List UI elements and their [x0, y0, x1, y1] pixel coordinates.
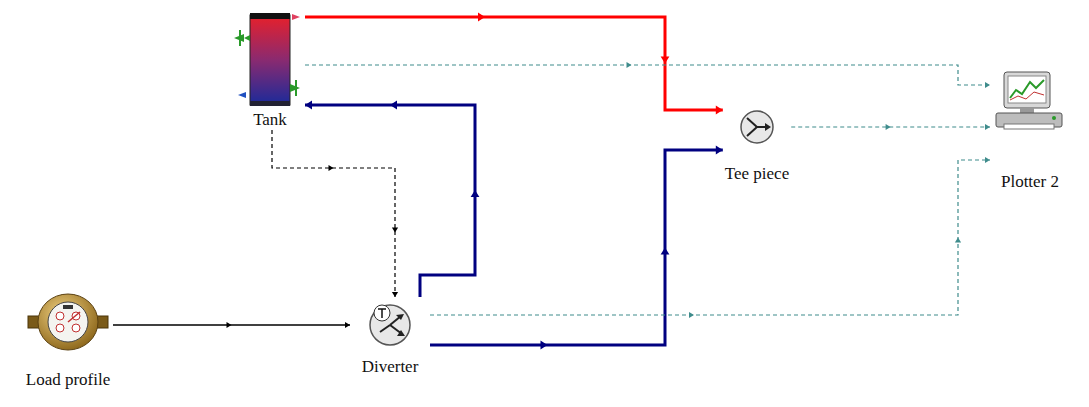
tank-block: Tank: [235, 10, 305, 130]
component-label: Diverter: [350, 357, 430, 377]
flow-connector: [305, 65, 990, 85]
tank-icon: [234, 13, 300, 106]
component-label: Tank: [235, 110, 305, 130]
flow-connector: [305, 105, 475, 297]
component-label: Load profile: [23, 370, 113, 390]
flow-connector-group: [791, 124, 990, 130]
diverter-icon: [370, 305, 410, 345]
arrowhead: [985, 124, 990, 130]
plotter-block: Plotter 2: [990, 62, 1070, 192]
flow-connector-group: [305, 62, 990, 88]
arrowhead: [392, 228, 398, 233]
arrowhead: [392, 292, 398, 297]
flow-connector-group: [305, 13, 723, 115]
plotter-icon: [996, 72, 1062, 129]
component-label: Tee piece: [723, 164, 791, 184]
arrowhead: [345, 322, 350, 328]
arrowhead: [661, 248, 670, 255]
arrowhead: [689, 312, 694, 318]
arrowhead: [227, 322, 232, 328]
arrowhead: [955, 238, 961, 243]
arrowhead: [305, 101, 312, 110]
arrowhead: [985, 82, 990, 88]
arrowhead: [627, 62, 632, 68]
tee-piece-block: Tee piece: [723, 102, 791, 184]
icon-space: [23, 285, 113, 370]
arrowhead: [716, 106, 723, 115]
icon-space: [350, 297, 430, 357]
arrowhead: [985, 157, 990, 163]
arrowhead: [390, 101, 397, 110]
meter-icon: [28, 294, 108, 350]
icon-space: [235, 10, 305, 110]
flow-connector: [791, 126, 990, 127]
flow-connector: [305, 17, 723, 110]
flow-connector-group: [430, 146, 723, 350]
flow-connector-group: [430, 157, 990, 318]
load-profile-block: Load profile: [23, 285, 113, 390]
arrowhead: [478, 13, 485, 22]
arrowhead: [886, 124, 891, 130]
flow-connector-group: [305, 101, 479, 297]
flow-connector-group: [272, 130, 398, 297]
flow-connector-group: [113, 322, 350, 328]
arrowhead: [716, 146, 723, 155]
icon-space: [732, 102, 782, 164]
arrowhead: [471, 190, 480, 197]
tee-icon: [741, 111, 773, 143]
flow-connector: [272, 130, 395, 297]
component-label: Plotter 2: [990, 172, 1070, 192]
arrowhead: [329, 165, 334, 171]
icon-space: [990, 62, 1070, 172]
arrowhead: [661, 57, 670, 64]
flow-connector: [430, 160, 990, 315]
diverter-block: Diverter: [350, 297, 430, 377]
arrowhead: [541, 341, 548, 350]
flow-connector: [430, 150, 723, 345]
